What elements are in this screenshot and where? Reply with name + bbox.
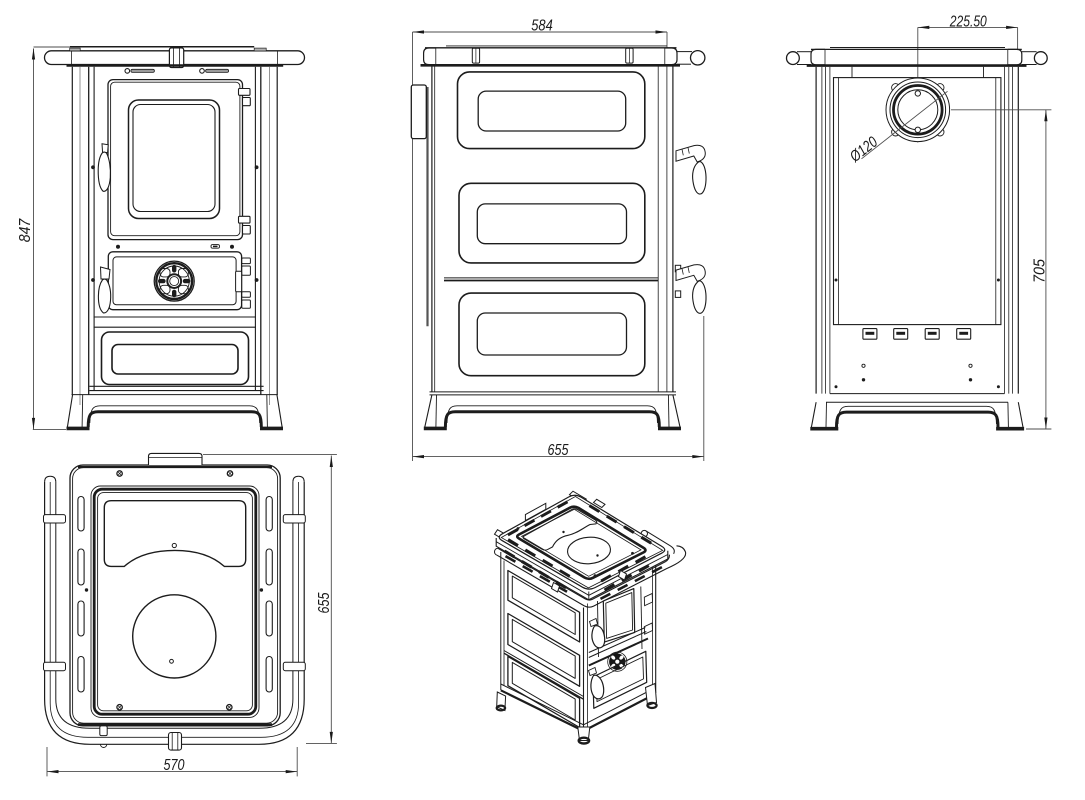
svg-text:655: 655 — [316, 592, 333, 613]
svg-text:225.50: 225.50 — [949, 14, 987, 31]
svg-text:847: 847 — [17, 218, 34, 243]
svg-text:705: 705 — [1032, 259, 1049, 283]
svg-text:584: 584 — [531, 18, 553, 35]
svg-text:655: 655 — [548, 442, 569, 459]
svg-text:570: 570 — [164, 757, 185, 774]
